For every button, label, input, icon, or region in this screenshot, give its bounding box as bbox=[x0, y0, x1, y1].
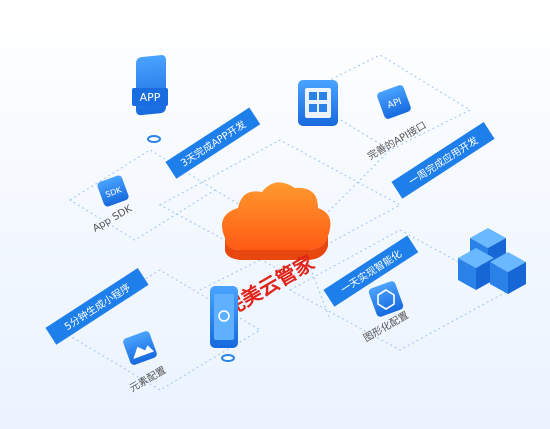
app-icon: APP bbox=[132, 55, 168, 143]
banner-top-left: 3天完成APP开发 bbox=[165, 107, 261, 179]
sdk-label: App SDK bbox=[91, 203, 134, 234]
cloud-icon bbox=[221, 182, 331, 260]
banner-left-text: 5分钟生成小程序 bbox=[62, 281, 133, 333]
banner-top-left-text: 3天完成APP开发 bbox=[178, 118, 248, 170]
sdk-icon: SDK bbox=[97, 175, 129, 207]
connector-4 bbox=[299, 239, 331, 321]
api-icon-text: API bbox=[386, 97, 403, 111]
graphic-icon bbox=[368, 281, 404, 317]
banner-top-right-text: 一周完成应用开发 bbox=[406, 134, 480, 188]
phone-icon bbox=[210, 286, 238, 362]
cubes-icon bbox=[458, 228, 526, 294]
app-icon-text: APP bbox=[140, 91, 161, 104]
banner-left: 5分钟生成小程序 bbox=[45, 268, 149, 345]
api-icon: API bbox=[377, 85, 411, 119]
connector-3 bbox=[199, 239, 301, 291]
api-label: 完善的API接口 bbox=[365, 118, 429, 162]
image-icon bbox=[123, 331, 157, 365]
connector-1 bbox=[214, 189, 301, 241]
platform-top bbox=[158, 139, 402, 271]
puzzle-icon bbox=[298, 80, 338, 126]
element-label: 元素配置 bbox=[127, 363, 168, 394]
